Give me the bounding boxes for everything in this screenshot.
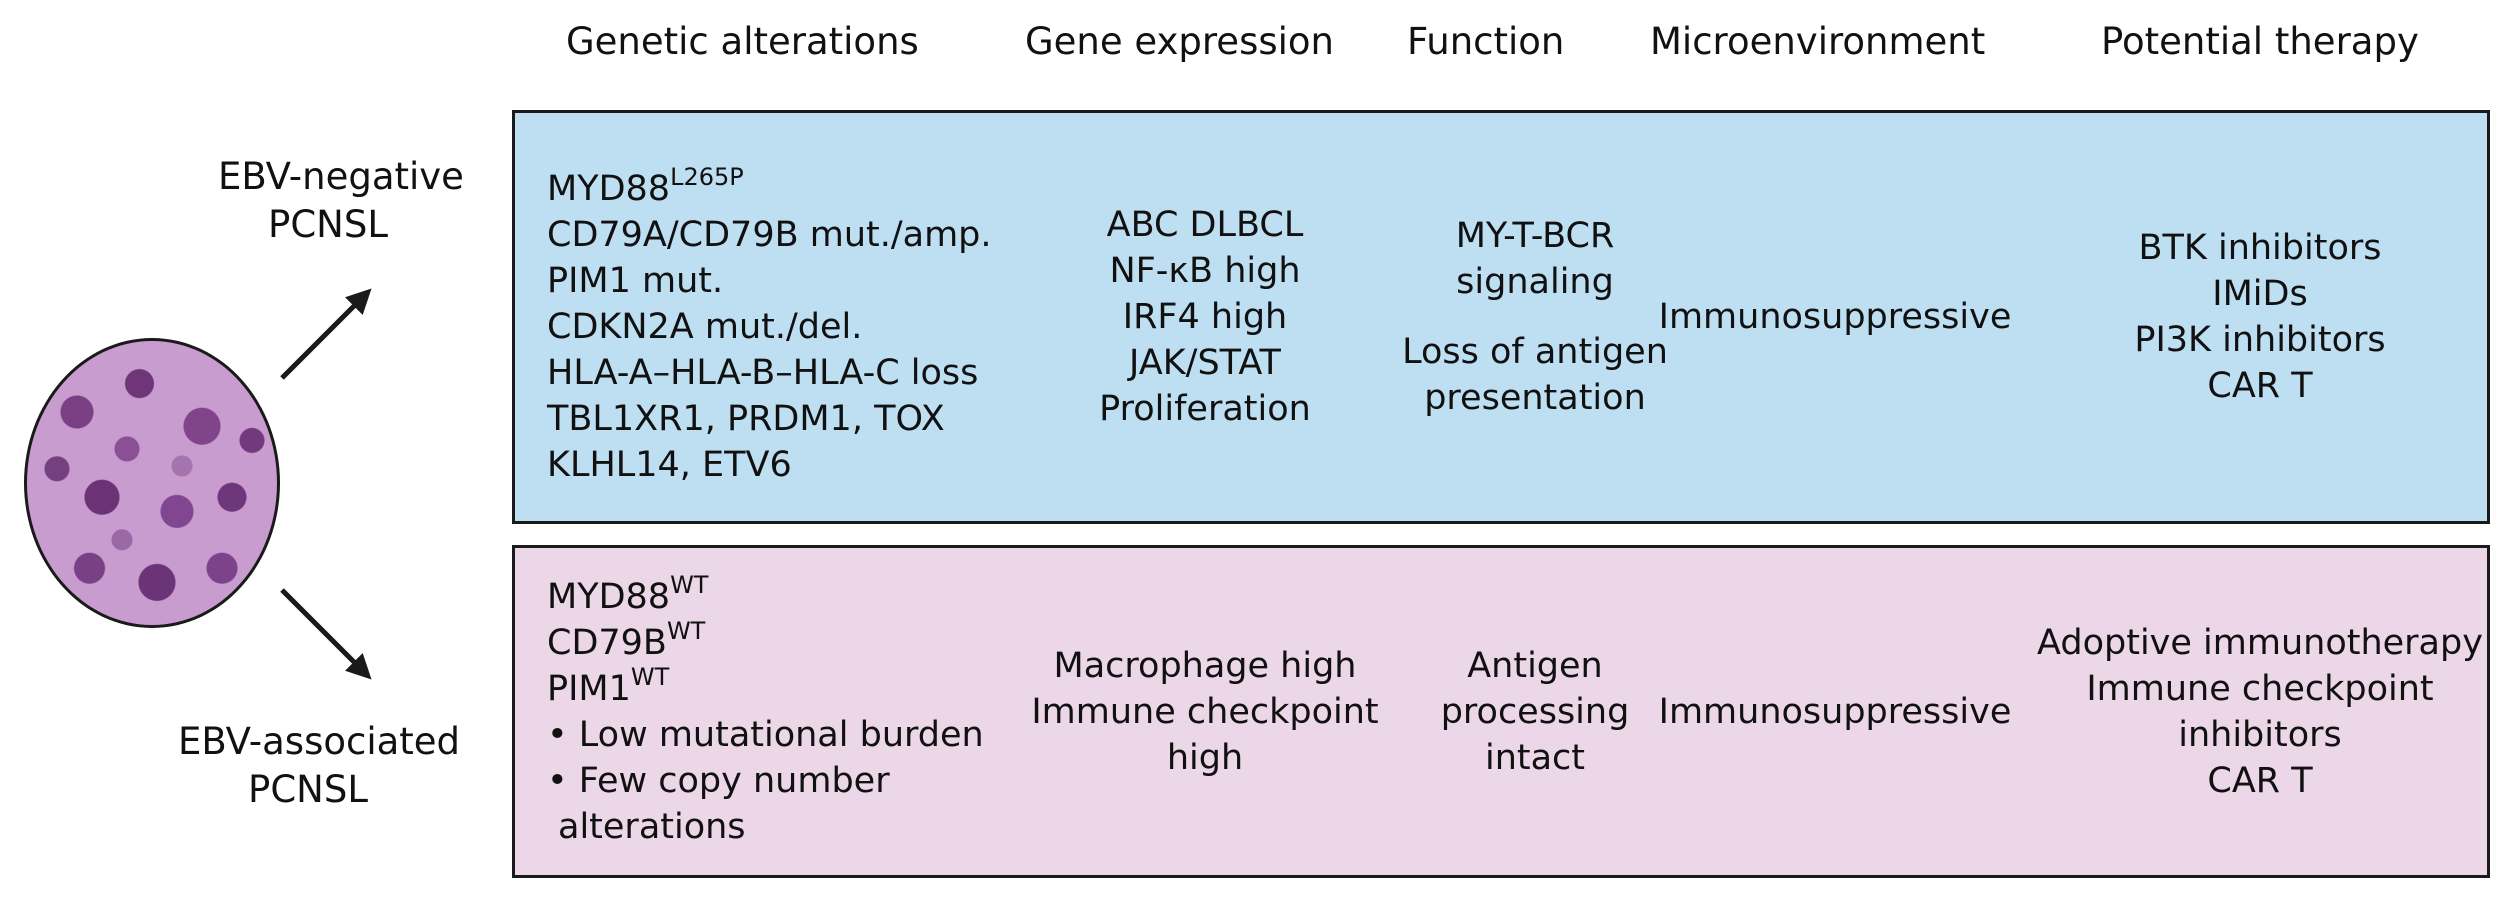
label-ebv-associated-line1: EBV-associated <box>178 720 461 763</box>
associated-expression-item: Macrophage high <box>1053 645 1357 686</box>
arrow-up-icon <box>280 288 372 380</box>
negative-function-item: MY-T-BCR <box>1455 216 1615 256</box>
header-gene-expression: Gene expression <box>1025 20 1334 63</box>
gene-name: CD79B <box>547 622 667 663</box>
associated-function-item: Antigen <box>1467 645 1603 686</box>
histology-micrograph-icon <box>24 338 280 628</box>
associated-function-item: intact <box>1484 737 1586 778</box>
gene-variant: WT <box>670 570 709 599</box>
label-ebv-negative-line1: EBV-negative <box>218 155 464 198</box>
negative-therapy-item: IMiDs <box>2212 274 2308 314</box>
negative-therapy-item: CAR T <box>2207 366 2313 406</box>
associated-function-item: processing <box>1440 691 1630 732</box>
associated-genetic-pim1: PIM1WT <box>547 662 670 712</box>
negative-genetic-item: HLA-A–HLA-B–HLA-C loss <box>547 353 979 393</box>
label-ebv-associated-line2: PCNSL <box>248 768 368 811</box>
gene-variant: L265P <box>670 163 744 191</box>
gene-variant: WT <box>666 616 706 645</box>
negative-genetic-item: CD79A/CD79B mut./amp. <box>547 215 992 255</box>
negative-genetic-item: KLHL14, ETV6 <box>547 445 792 485</box>
negative-genetic-cell: MYD88L265P CD79A/CD79B mut./amp. PIM1 mu… <box>547 113 1007 521</box>
negative-expression-item: JAK/STAT <box>1129 343 1281 383</box>
associated-genetic-myd88: MYD88WT <box>547 570 709 620</box>
negative-expression-item: Proliferation <box>1099 389 1311 429</box>
associated-function-cell: Antigen processing intact <box>1355 548 1715 875</box>
ebv-associated-panel: MYD88WT CD79BWT PIM1WT • Low mutational … <box>512 545 2490 878</box>
label-ebv-associated-pcnsl: EBV-associated PCNSL <box>178 718 461 814</box>
label-ebv-negative-pcnsl: EBV-negative PCNSL <box>218 153 464 249</box>
negative-genetic-item: CDKN2A mut./del. <box>547 307 863 347</box>
arrow-down-icon <box>280 588 372 680</box>
header-microenvironment: Microenvironment <box>1650 20 1986 63</box>
associated-genetic-cd79b: CD79BWT <box>547 616 706 666</box>
associated-microenvironment-text: Immunosuppressive <box>1658 691 2012 732</box>
associated-microenvironment-cell: Immunosuppressive <box>1635 548 2035 875</box>
negative-expression-cell: ABC DLBCL NF-κB high IRF4 high JAK/STAT … <box>1015 113 1395 521</box>
associated-therapy-item: CAR T <box>2207 760 2313 801</box>
gene-name: MYD88 <box>547 169 671 209</box>
negative-function-item: signaling <box>1456 262 1614 302</box>
negative-expression-item: ABC DLBCL <box>1106 205 1304 245</box>
label-ebv-negative-line2: PCNSL <box>268 203 388 246</box>
gene-name: MYD88 <box>547 576 671 617</box>
header-function: Function <box>1407 20 1565 63</box>
associated-expression-cell: Macrophage high Immune checkpoint high <box>1015 548 1395 875</box>
negative-genetic-item: PIM1 mut. <box>547 261 724 301</box>
associated-genetic-cell: MYD88WT CD79BWT PIM1WT • Low mutational … <box>547 548 1007 875</box>
header-genetic-alterations: Genetic alterations <box>566 20 919 63</box>
negative-genetic-item: TBL1XR1, PRDM1, TOX <box>547 399 945 439</box>
header-potential-therapy: Potential therapy <box>2101 20 2419 63</box>
ebv-negative-panel: MYD88L265P CD79A/CD79B mut./amp. PIM1 mu… <box>512 110 2490 524</box>
associated-therapy-item: Adoptive immunotherapy <box>2037 622 2483 663</box>
negative-microenvironment-cell: Immunosuppressive <box>1635 113 2035 521</box>
associated-therapy-item: inhibitors <box>2178 714 2342 755</box>
associated-genetic-bullet-continuation: alterations <box>558 806 746 847</box>
associated-expression-item: high <box>1166 737 1244 778</box>
associated-genetic-bullet: • Few copy number <box>547 760 890 801</box>
negative-expression-item: NF-κB high <box>1109 251 1301 291</box>
negative-function-cell: MY-T-BCR signaling Loss of antigen prese… <box>1355 113 1715 521</box>
negative-therapy-item: PI3K inhibitors <box>2134 320 2386 360</box>
negative-therapy-cell: BTK inhibitors IMiDs PI3K inhibitors CAR… <box>2035 113 2485 521</box>
negative-function-item: presentation <box>1424 378 1646 418</box>
negative-function-item: Loss of antigen <box>1402 332 1668 372</box>
gene-name: PIM1 <box>547 668 631 709</box>
associated-therapy-cell: Adoptive immunotherapy Immune checkpoint… <box>2035 548 2485 875</box>
negative-expression-item: IRF4 high <box>1122 297 1288 337</box>
negative-microenvironment-text: Immunosuppressive <box>1658 297 2012 337</box>
associated-expression-item: Immune checkpoint <box>1031 691 1379 732</box>
negative-genetic-myd88: MYD88L265P <box>547 163 744 212</box>
associated-therapy-item: Immune checkpoint <box>2086 668 2434 709</box>
associated-genetic-bullet: • Low mutational burden <box>547 714 984 755</box>
gene-variant: WT <box>630 662 670 691</box>
negative-therapy-item: BTK inhibitors <box>2138 228 2382 268</box>
